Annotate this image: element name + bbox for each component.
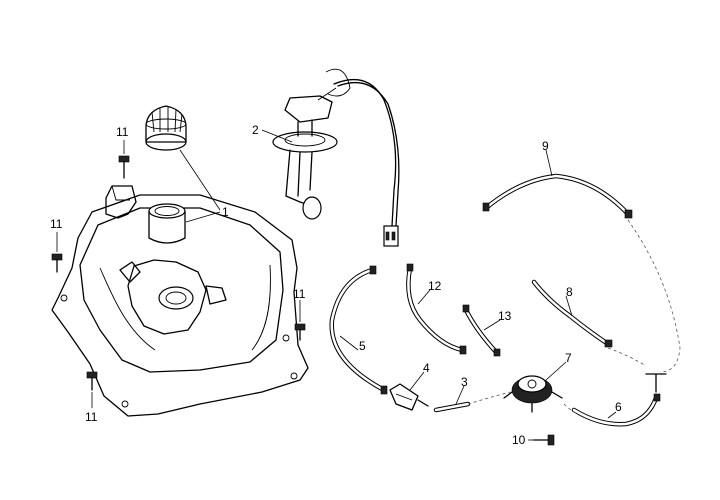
callout-9: 9 <box>542 139 549 153</box>
callout-4: 4 <box>423 361 430 375</box>
t-fitting <box>645 373 667 393</box>
hose-13 <box>462 304 501 357</box>
callout-11-left: 11 <box>50 217 63 231</box>
callout-11-bottom: 11 <box>85 410 98 424</box>
callout-6: 6 <box>615 400 622 414</box>
hose-3 <box>433 401 471 413</box>
bolt-right <box>294 323 306 341</box>
callout-11-right: 11 <box>293 287 306 301</box>
callout-10: 10 <box>512 433 526 447</box>
fuel-tank <box>51 185 309 417</box>
fuel-filter-4 <box>389 383 429 411</box>
callout-8: 8 <box>566 285 573 299</box>
callout-11-top: 11 <box>116 125 129 139</box>
routing-line <box>563 403 579 415</box>
callout-2: 2 <box>252 123 259 137</box>
screw-10 <box>533 434 555 446</box>
callout-3: 3 <box>461 375 468 389</box>
callout-12: 12 <box>428 279 442 293</box>
callout-7: 7 <box>565 351 572 365</box>
bolt-bottom <box>86 371 98 391</box>
routing-line <box>607 347 647 367</box>
hose-12 <box>406 263 467 355</box>
hose-8 <box>531 279 613 348</box>
bolt-left <box>51 253 63 273</box>
routing-line <box>627 219 681 373</box>
fuel-cap <box>145 105 187 151</box>
fuel-pump-7 <box>503 375 563 413</box>
callout-13: 13 <box>498 309 512 323</box>
callout-1: 1 <box>222 205 229 219</box>
hose-5 <box>329 265 388 395</box>
callout-5: 5 <box>359 339 366 353</box>
hose-6 <box>571 393 661 427</box>
bolt-top <box>118 155 130 179</box>
leader-lines <box>56 129 617 441</box>
fuel-sender <box>272 68 400 247</box>
hose-9 <box>482 173 633 219</box>
